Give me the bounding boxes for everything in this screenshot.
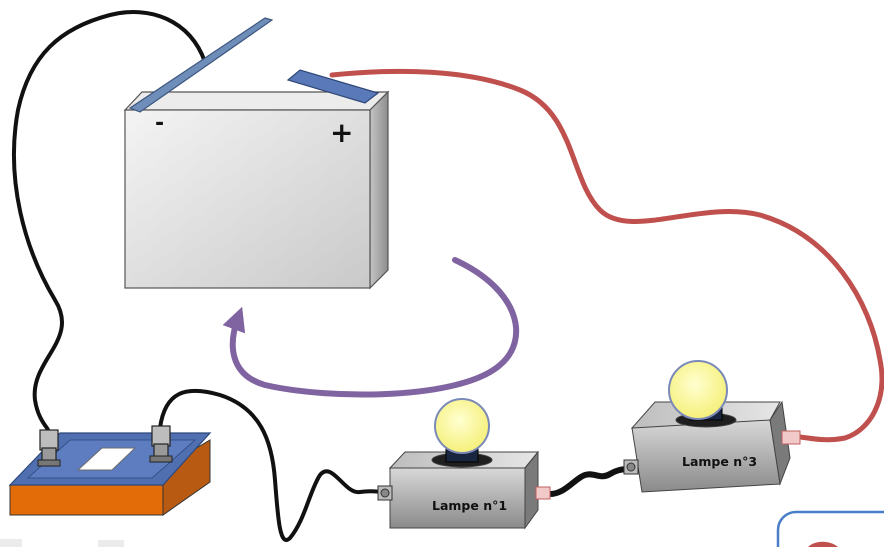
battery-front [124,109,371,289]
lamp3-right-connector [781,430,801,445]
switch-right-terminal [149,425,173,463]
lamp1-bulb [434,398,490,454]
battery: - + [123,17,390,290]
battery-plus-label: + [330,116,353,149]
lamp3-left-connector [623,459,639,475]
switch-lever [76,447,137,471]
switch-base-front [9,484,164,516]
lamp1-label: Lampe n°1 [432,498,507,513]
switch [8,425,212,516]
lamp3-label: Lampe n°3 [682,454,757,469]
battery-minus-label: - [155,111,164,136]
black-wire-battery-to-switch [11,10,207,432]
corner-callout-box [776,510,884,547]
lamp3-bulb [668,360,728,420]
switch-left-terminal [37,429,61,467]
current-direction-arrow [222,257,520,398]
lamp1-right-connector [535,486,551,500]
battery-minus-terminal [128,17,274,113]
lamp1-left-connector [377,485,393,501]
black-wire-switch-to-lamp1 [158,388,387,542]
bottom-left-residue [0,539,124,547]
battery-side [369,90,389,290]
red-wire-battery-to-lamp3 [329,68,884,443]
corner-red-mark [808,541,838,547]
battery-plus-terminal [286,69,380,104]
lamp-3: Lampe n°3 [623,360,801,493]
lamp-1: Lampe n°1 [377,398,551,530]
black-wire-lamp1-to-lamp3 [545,465,635,497]
